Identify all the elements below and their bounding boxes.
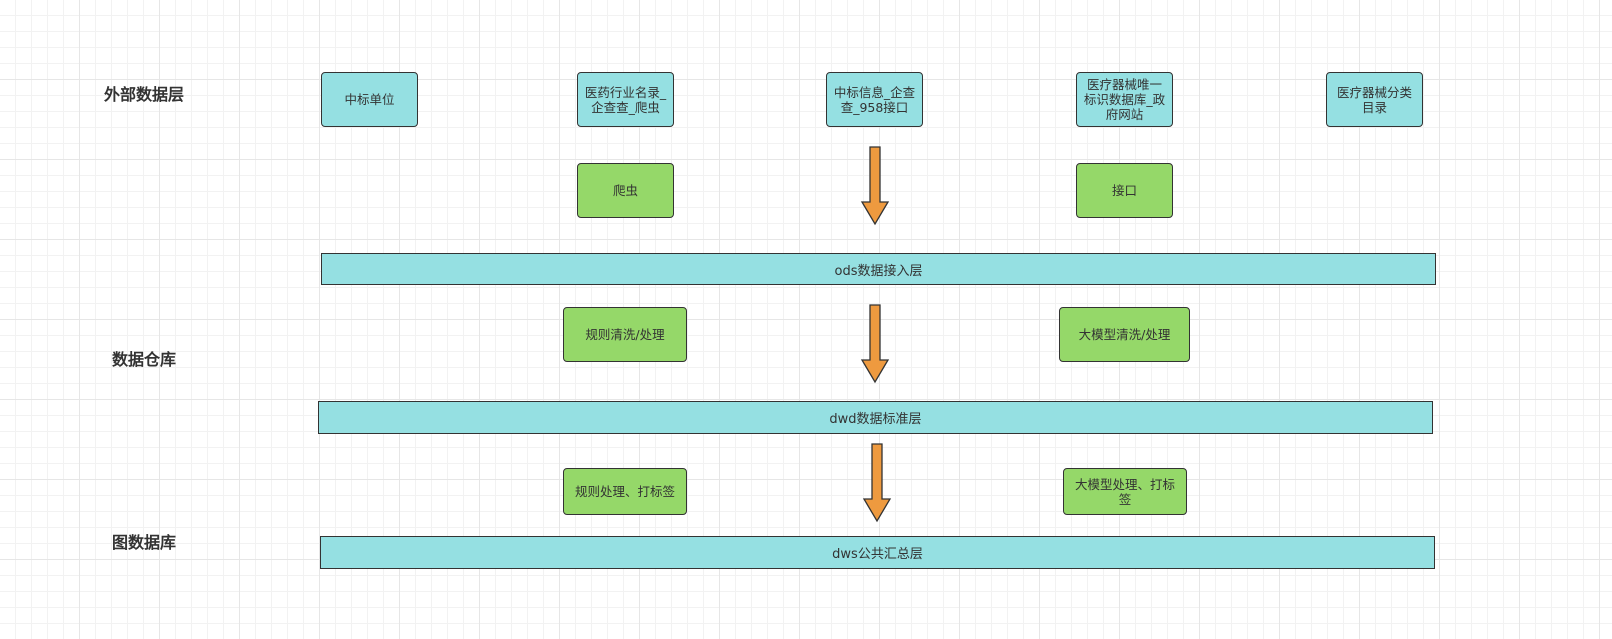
layer-bar-label: ods数据接入层 xyxy=(834,263,923,279)
process-node-label: 大模型处理、打标签 xyxy=(1074,476,1175,507)
flow-arrow-down-icon xyxy=(860,146,890,226)
source-node-bid-info[interactable]: 中标信息_企查查_958接口 xyxy=(826,72,923,127)
lane-label-warehouse: 数据仓库 xyxy=(112,350,177,369)
flow-arrow-down-icon xyxy=(860,304,890,384)
process-node-label: 大模型清洗/处理 xyxy=(1078,327,1171,342)
source-node-udi-db[interactable]: 医疗器械唯一标识数据库_政府网站 xyxy=(1076,72,1173,127)
method-node-api[interactable]: 接口 xyxy=(1076,163,1173,218)
method-node-label: 爬虫 xyxy=(612,183,638,198)
layer-bar-label: dwd数据标准层 xyxy=(829,412,922,427)
method-node-label: 接口 xyxy=(1111,183,1137,198)
process-node-rule-clean[interactable]: 规则清洗/处理 xyxy=(563,307,687,362)
method-node-crawler[interactable]: 爬虫 xyxy=(577,163,674,218)
source-node-pharma-list[interactable]: 医药行业名录_企查查_爬虫 xyxy=(577,72,674,127)
process-node-rule-tag[interactable]: 规则处理、打标签 xyxy=(563,468,687,515)
source-node-label: 医药行业名录_企查查_爬虫 xyxy=(584,84,667,115)
layer-bar-dws[interactable]: dws公共汇总层 xyxy=(320,536,1435,569)
process-node-llm-tag[interactable]: 大模型处理、打标签 xyxy=(1063,468,1187,515)
layer-bar-dwd[interactable]: dwd数据标准层 xyxy=(318,401,1433,434)
lane-label-graph: 图数据库 xyxy=(112,533,177,552)
process-node-label: 规则清洗/处理 xyxy=(585,327,665,342)
source-node-label: 医疗器械唯一标识数据库_政府网站 xyxy=(1083,77,1166,122)
source-node-label: 医疗器械分类目录 xyxy=(1336,84,1412,115)
process-node-label: 规则处理、打标签 xyxy=(574,484,675,499)
source-node-label: 中标单位 xyxy=(344,92,395,107)
lane-label-external: 外部数据层 xyxy=(104,85,185,104)
source-node-winning-unit[interactable]: 中标单位 xyxy=(321,72,418,127)
source-node-label: 中标信息_企查查_958接口 xyxy=(833,84,916,115)
flow-arrow-down-icon xyxy=(862,443,892,523)
process-node-llm-clean[interactable]: 大模型清洗/处理 xyxy=(1059,307,1190,362)
layer-bar-ods[interactable]: ods数据接入层 xyxy=(321,253,1436,285)
layer-bar-label: dws公共汇总层 xyxy=(832,547,923,562)
source-node-device-catalog[interactable]: 医疗器械分类目录 xyxy=(1326,72,1423,127)
